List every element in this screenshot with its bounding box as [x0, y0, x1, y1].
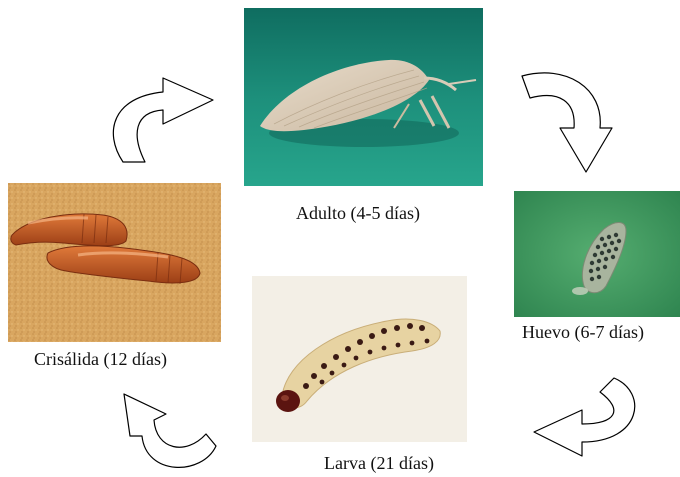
larva-label: Larva (21 días) [324, 453, 434, 474]
adult-label: Adulto (4-5 días) [296, 203, 420, 224]
pupa-label: Crisálida (12 días) [34, 349, 167, 370]
pupa-photo [8, 183, 221, 342]
arrow-pupa-to-adult [105, 62, 223, 167]
larva-photo [252, 276, 467, 442]
arrow-adult-to-egg [516, 62, 618, 178]
adult-moth-photo [244, 8, 483, 186]
egg-cluster-photo [514, 191, 680, 317]
arrow-larva-to-pupa [106, 390, 222, 476]
arrow-egg-to-larva [530, 372, 645, 464]
egg-label: Huevo (6-7 días) [522, 322, 644, 343]
